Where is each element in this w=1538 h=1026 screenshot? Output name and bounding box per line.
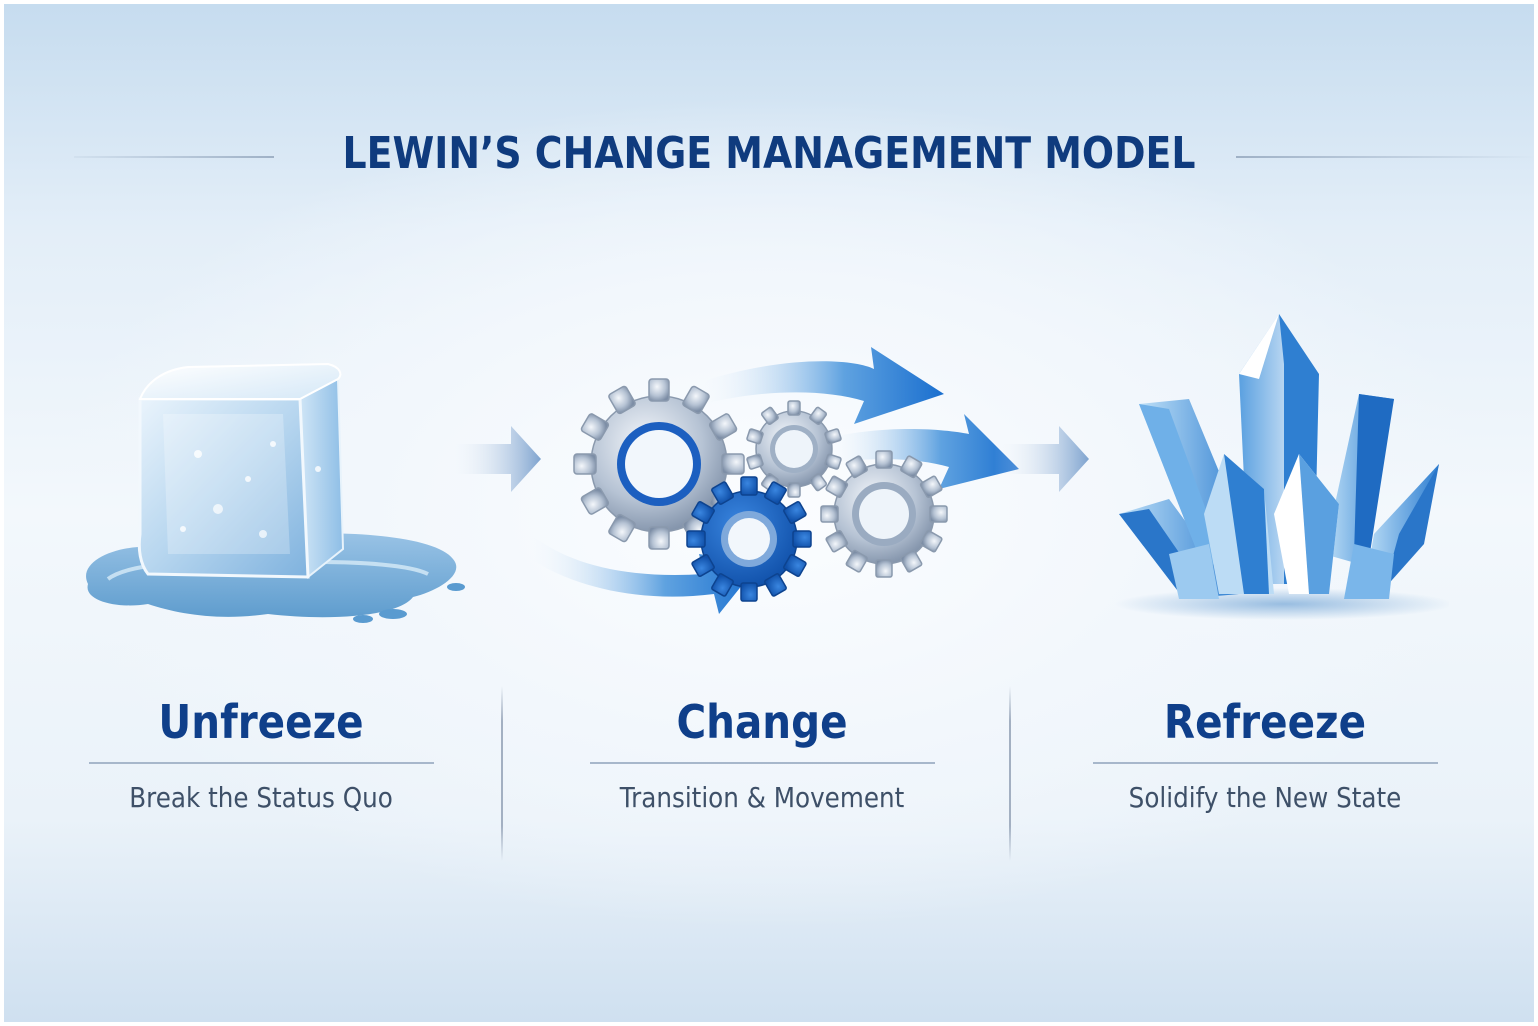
page-title: LEWIN’S CHANGE MANAGEMENT MODEL	[342, 128, 1196, 179]
ice-crystals-icon	[1109, 304, 1449, 624]
arrow-right-icon	[446, 424, 541, 494]
stage-description: Transition & Movement	[619, 781, 905, 814]
stage-name: Change	[676, 695, 848, 749]
title-decor-line-right	[1236, 156, 1534, 158]
column-divider	[501, 686, 503, 861]
stage-change: Change Transition & Movement	[582, 694, 942, 816]
gears-with-arrows-icon	[524, 339, 1024, 624]
stage-description: Break the Status Quo	[129, 781, 393, 814]
stage-name: Refreeze	[1163, 695, 1367, 749]
stage-divider-line	[589, 762, 935, 764]
stage-unfreeze: Unfreeze Break the Status Quo	[81, 694, 441, 816]
stage-description: Solidify the New State	[1128, 781, 1402, 814]
stage-refreeze: Refreeze Solidify the New State	[1085, 694, 1445, 816]
melting-ice-cube-icon	[68, 359, 468, 624]
diagram-canvas: LEWIN’S CHANGE MANAGEMENT MODEL	[4, 4, 1534, 1022]
stage-divider-line	[1092, 762, 1438, 764]
column-divider	[1009, 686, 1011, 861]
stage-name: Unfreeze	[158, 695, 364, 749]
stage-divider-line	[88, 762, 434, 764]
arrow-right-icon	[994, 424, 1089, 494]
title-row: LEWIN’S CHANGE MANAGEMENT MODEL	[4, 122, 1534, 192]
title-decor-line-left	[74, 156, 274, 158]
